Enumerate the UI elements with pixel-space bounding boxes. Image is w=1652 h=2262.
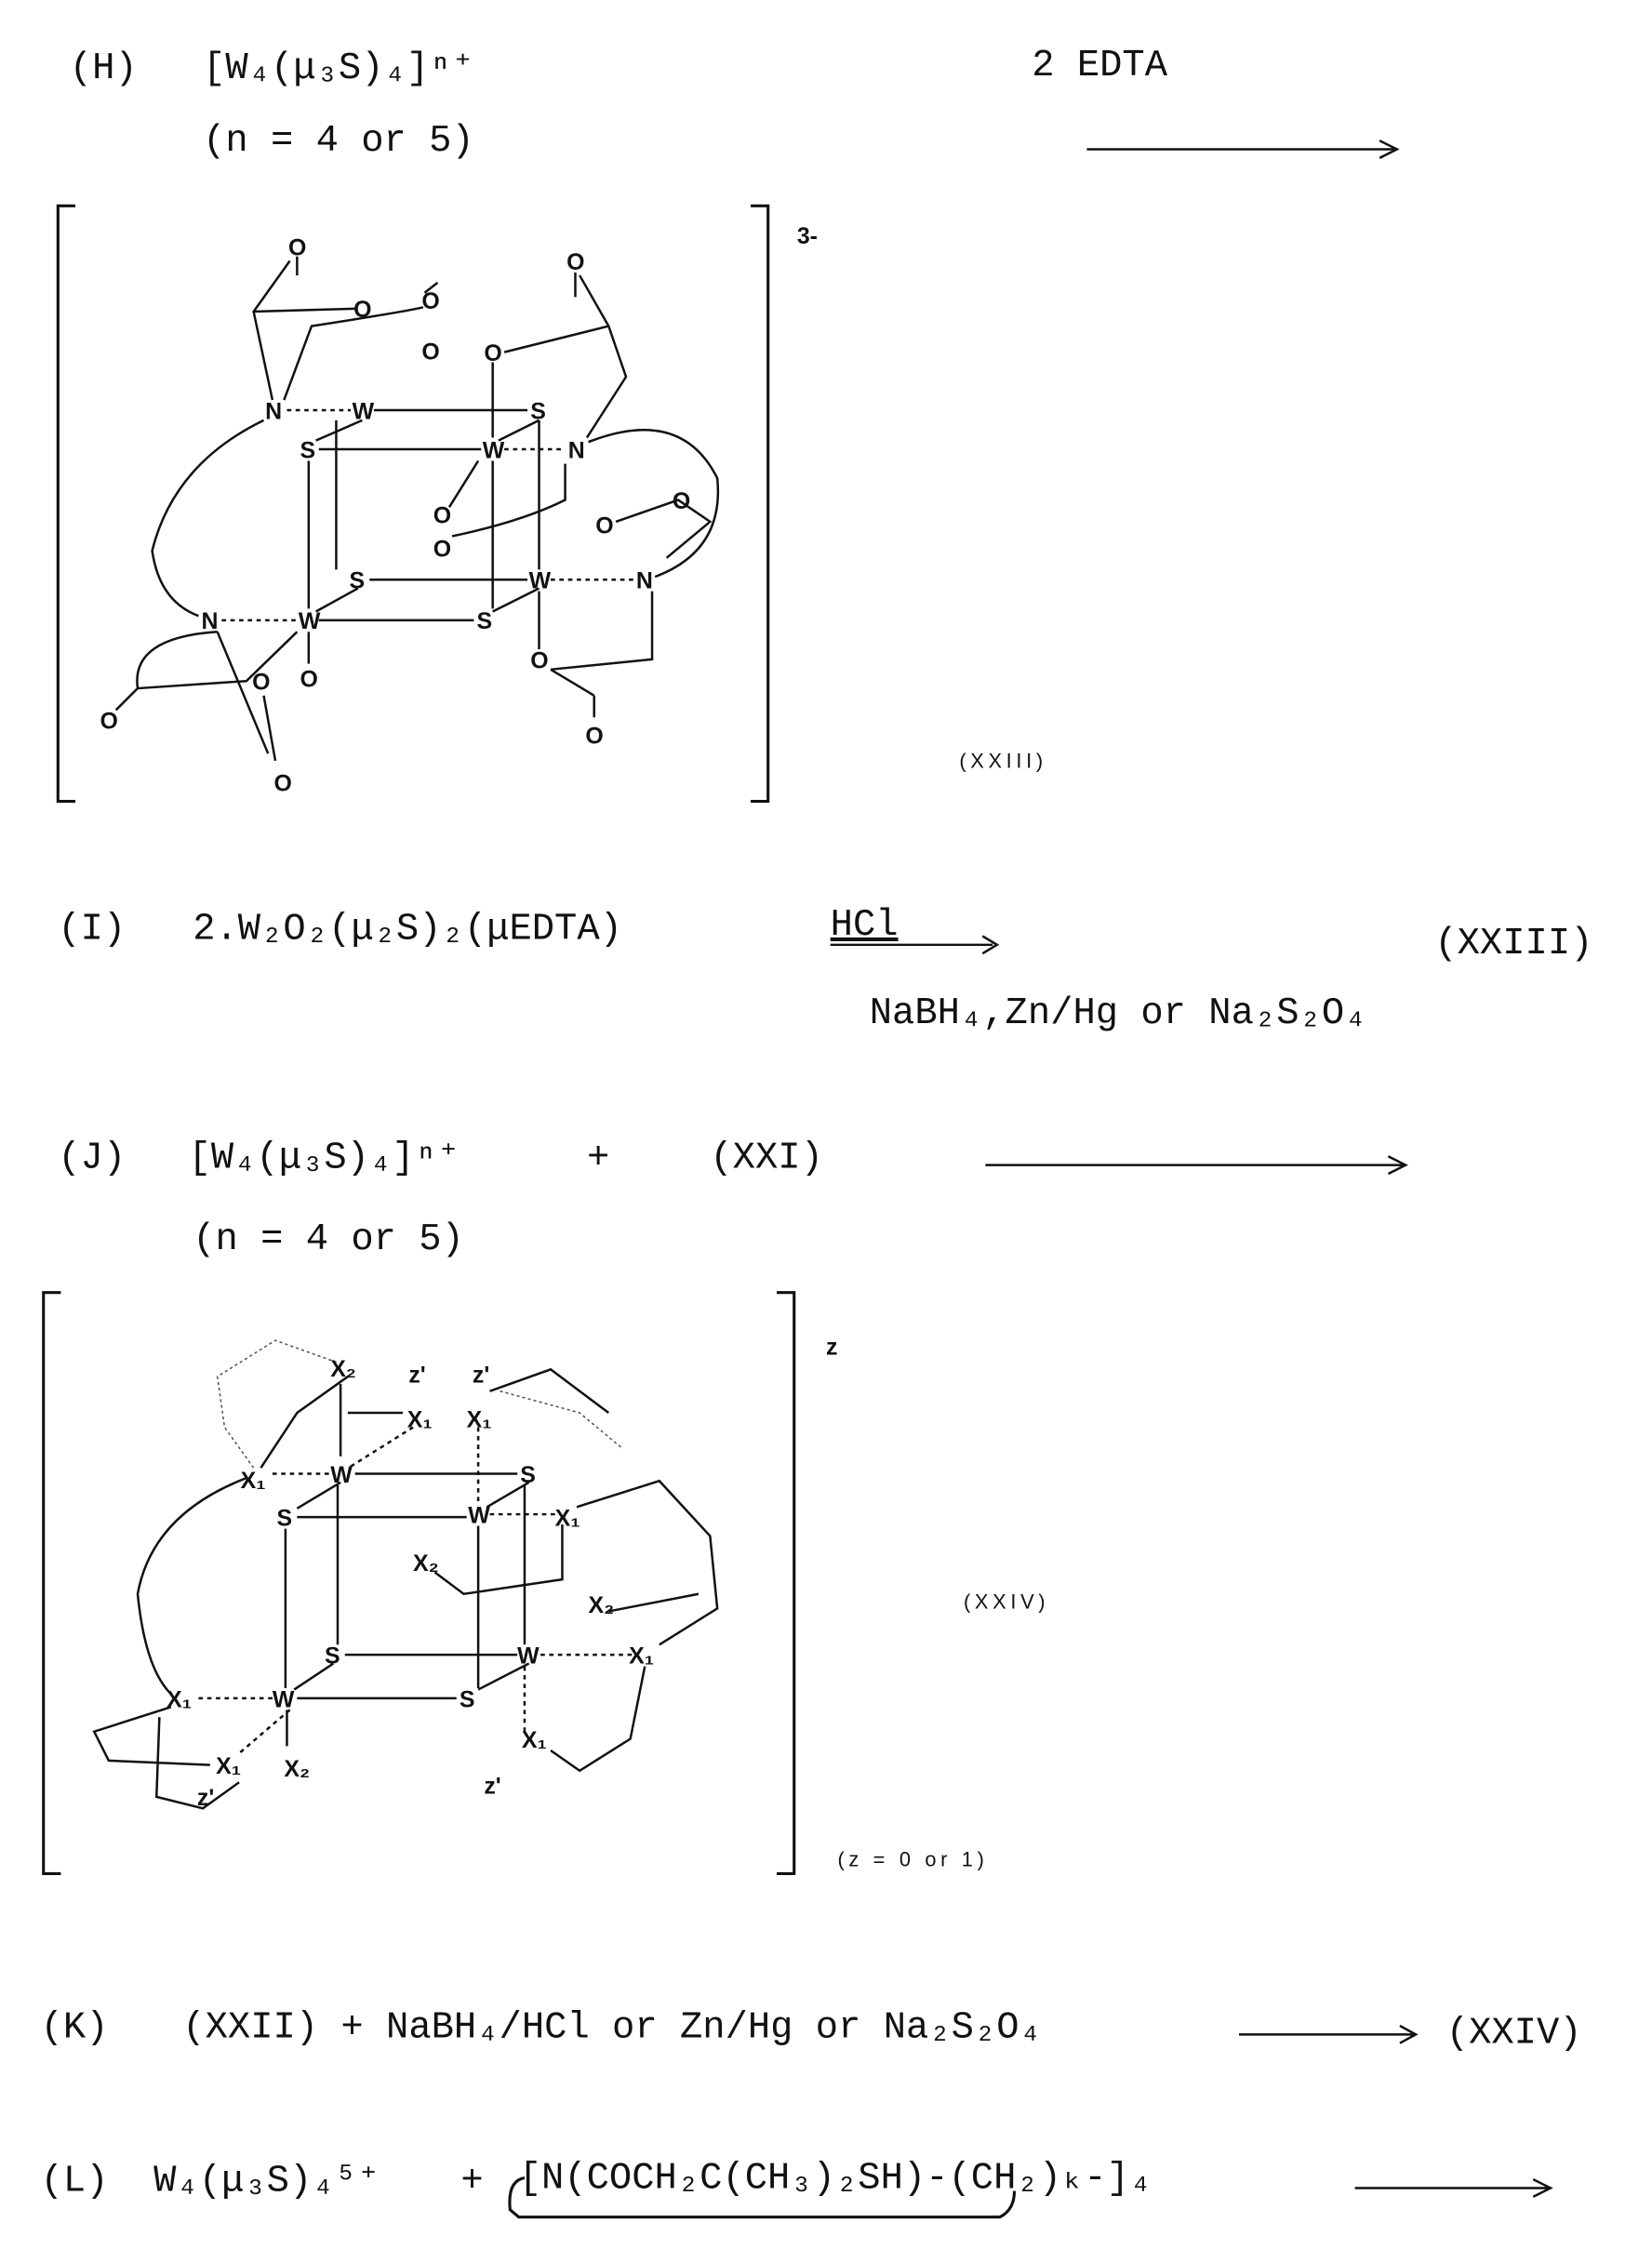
atom-label: O <box>595 512 613 539</box>
atom-label: O <box>421 288 439 314</box>
atom-label: S <box>520 1462 536 1488</box>
reaction-arrow <box>1086 140 1396 158</box>
condition: (n = 4 or 5) <box>203 120 474 163</box>
atom-label: O <box>530 647 548 673</box>
atom-label: O <box>673 488 690 514</box>
atom-label: W <box>529 568 552 594</box>
reaction-k: (K) (XXII) + NaBH₄/HCl or Zn/Hg or Na₂S₂… <box>41 2006 1582 2055</box>
atom-label: X₁ <box>407 1407 433 1433</box>
plus: + <box>460 2161 483 2203</box>
atom-label: X₁ <box>241 1468 266 1494</box>
compound-label: (XXIII) <box>959 750 1046 773</box>
condition: (n = 4 or 5) <box>193 1218 464 1261</box>
atom-label: O <box>566 249 584 275</box>
reaction-j: (J) [W₄(μ₃S)₄]ⁿ⁺ + (XXI) (n = 4 or 5) <box>58 1138 1406 1261</box>
atom-label: N <box>636 568 653 594</box>
reactant: W₄(μ₃S)₄⁵⁺ <box>153 2161 380 2203</box>
atom-label: W <box>273 1686 295 1712</box>
reaction-h: (H) [W₄(μ₃S)₄]ⁿ⁺ (n = 4 or 5) 2 EDTA <box>70 45 1397 163</box>
reactant: [W₄(μ₃S)₄]ⁿ⁺ <box>203 47 474 90</box>
atom-label: O <box>484 340 501 366</box>
reaction-i: (I) 2.W₂O₂(μ₂S)₂(μEDTA) HCl (XXIII) NaBH… <box>58 904 1592 1035</box>
atom-label: O <box>353 297 371 323</box>
charge: 3- <box>797 223 818 249</box>
reactant-2: [N(COCH₂C(CH₃)₂SH)-(CH₂)ₖ-]₄ <box>519 2157 1152 2200</box>
atom-label: N <box>568 437 585 463</box>
reactant: [W₄(μ₃S)₄]ⁿ⁺ <box>189 1138 460 1180</box>
atom-label: z' <box>408 1362 425 1388</box>
plus: + <box>587 1138 609 1180</box>
atom-label: W <box>483 437 505 463</box>
reaction-label: (J) <box>58 1138 126 1180</box>
atom-label: z' <box>197 1785 214 1811</box>
atom-label: X₁ <box>216 1753 241 1779</box>
reaction-label: (H) <box>70 47 138 90</box>
atom-label: W <box>517 1643 540 1670</box>
atom-label: O <box>433 536 451 562</box>
charge: z <box>826 1335 837 1361</box>
atom-labels: X₂ z' z' X₁ X₁ X₁ W S S W X₁ X₂ X₂ S W X… <box>167 1356 654 1811</box>
reactant: 2.W₂O₂(μ₂S)₂(μEDTA) <box>193 909 622 951</box>
reaction-label: (L) <box>41 2161 109 2203</box>
reactant-2: (XXI) <box>710 1138 823 1180</box>
atom-label: S <box>460 1686 475 1712</box>
atom-label: X₂ <box>284 1756 310 1782</box>
atom-label: W <box>468 1502 490 1528</box>
atom-label: O <box>585 723 603 749</box>
note: (z = 0 or 1) <box>837 1848 988 1871</box>
atom-label: W <box>330 1462 353 1488</box>
reagent: 2 EDTA <box>1032 45 1168 87</box>
atom-label: S <box>300 437 315 463</box>
bonds <box>94 1340 717 1808</box>
reaction-arrow <box>1355 2179 1551 2197</box>
atom-label: X₁ <box>467 1407 492 1433</box>
atom-label: O <box>288 234 306 260</box>
brackets <box>58 206 767 801</box>
product: (XXIV) <box>1446 2013 1582 2056</box>
reaction-arrow <box>985 1156 1406 1174</box>
atom-label: S <box>325 1643 340 1670</box>
atom-label: X₂ <box>330 1356 356 1382</box>
reaction-arrow <box>1239 2026 1416 2043</box>
atom-label: O <box>300 667 317 693</box>
reaction-label: (K) <box>41 2006 109 2049</box>
reaction-label: (I) <box>58 909 126 951</box>
product: (XXIII) <box>1434 923 1592 965</box>
atom-label: X₁ <box>167 1686 192 1712</box>
reaction-l: (L) W₄(μ₃S)₄⁵⁺ + [N(COCH₂C(CH₃)₂SH)-(CH₂… <box>41 2157 1551 2216</box>
atom-label: S <box>530 398 546 424</box>
atom-label: X₁ <box>629 1643 654 1670</box>
atom-label: W <box>353 398 375 424</box>
atom-label: X₂ <box>413 1550 439 1577</box>
reagent-bottom: NaBH₄,Zn/Hg or Na₂S₂O₄ <box>870 992 1367 1035</box>
atom-labels: O O O O O O N W S S W N O O O O S W N N … <box>100 234 690 796</box>
atom-label: X₁ <box>555 1506 580 1532</box>
atom-label: S <box>477 608 493 634</box>
structure-xxiii: 3- (XXIII) O O O O O O N W S <box>58 206 1046 801</box>
atom-label: S <box>277 1506 293 1532</box>
atom-label: S <box>349 568 365 594</box>
compound-label: (XXIV) <box>964 1590 1049 1613</box>
atom-label: O <box>421 339 439 365</box>
structure-xxiv: z (XXIV) (z = 0 or 1) X₂ z' z' X₁ X₁ X₁ … <box>44 1293 1049 1874</box>
atom-label: W <box>299 608 321 634</box>
atom-label: O <box>100 709 117 735</box>
atom-label: z' <box>473 1362 489 1388</box>
atom-label: X₂ <box>589 1592 615 1618</box>
atom-label: N <box>202 608 219 634</box>
reactants: (XXII) + NaBH₄/HCl or Zn/Hg or Na₂S₂O₄ <box>182 2006 1042 2049</box>
atom-label: O <box>433 502 451 528</box>
atom-label: z' <box>484 1774 500 1800</box>
bonds <box>116 257 718 761</box>
atom-label: O <box>252 670 270 696</box>
atom-label: N <box>265 398 282 424</box>
reagent-top: HCl <box>831 904 899 947</box>
atom-label: X₁ <box>522 1727 547 1753</box>
atom-label: O <box>273 771 291 797</box>
